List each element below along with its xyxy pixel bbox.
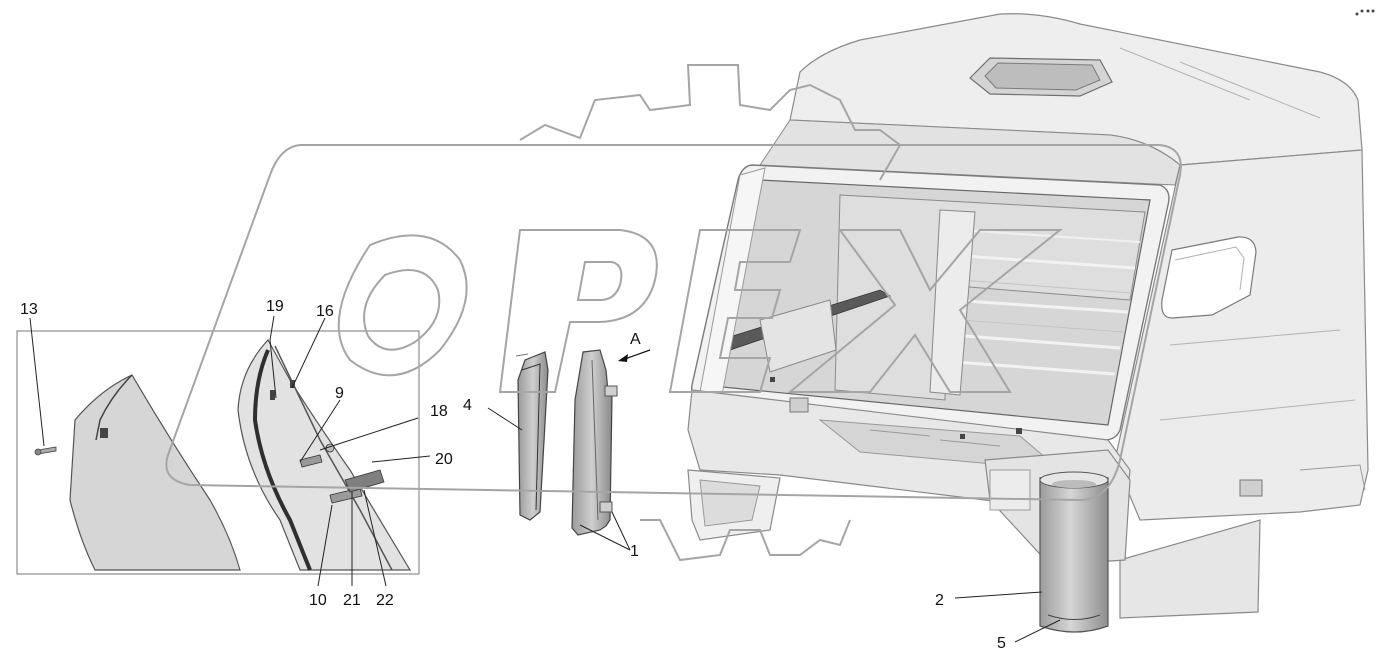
watermark-frame bbox=[165, 144, 1182, 502]
callout-19: 19 bbox=[266, 298, 284, 315]
callout-13: 13 bbox=[20, 301, 38, 318]
side-window bbox=[1161, 236, 1257, 319]
callout-5: 5 bbox=[997, 635, 1006, 652]
part-4-pillar-trim bbox=[515, 351, 549, 521]
callout-20: 20 bbox=[435, 451, 453, 468]
corner-mark bbox=[1355, 9, 1375, 16]
callout-10: 10 bbox=[309, 592, 327, 609]
watermark bbox=[165, 64, 1182, 562]
part-2-step-cover bbox=[1039, 471, 1109, 633]
callout-21: 21 bbox=[343, 592, 361, 609]
view-a-arrow bbox=[618, 349, 651, 362]
part-1-pillar-trim bbox=[571, 349, 618, 536]
callout-1: 1 bbox=[630, 543, 639, 560]
watermark-gear-bottom bbox=[640, 519, 851, 562]
watermark-letter-p bbox=[498, 229, 658, 393]
detail-view-box bbox=[16, 330, 420, 575]
callout-18: 18 bbox=[430, 403, 448, 420]
watermark-letter-o bbox=[337, 234, 468, 377]
callout-16: 16 bbox=[316, 303, 334, 320]
watermark-letter-x bbox=[787, 229, 1063, 393]
view-letter-a: A bbox=[630, 331, 641, 348]
callout-9: 9 bbox=[335, 385, 344, 402]
watermark-letter-e bbox=[668, 229, 802, 393]
callout-22: 22 bbox=[376, 592, 394, 609]
callout-4: 4 bbox=[463, 397, 472, 414]
callout-labels: 13 19 16 9 18 20 10 21 22 4 A 1 2 5 bbox=[20, 298, 1006, 652]
callout-2: 2 bbox=[935, 592, 944, 609]
part-13-bolt bbox=[34, 446, 57, 456]
watermark-gear-top bbox=[519, 64, 902, 181]
truck-cab bbox=[687, 13, 1369, 619]
leader-lines bbox=[29, 315, 1061, 643]
